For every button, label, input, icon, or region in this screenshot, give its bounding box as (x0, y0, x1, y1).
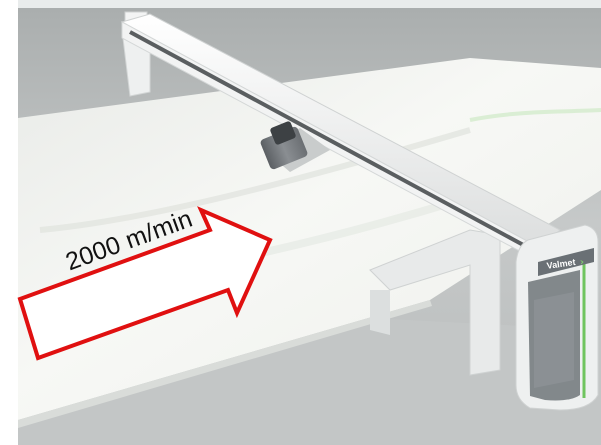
measurement-head-top (270, 121, 296, 145)
top-band (18, 0, 601, 8)
left-margin (0, 0, 18, 445)
paper-edge (18, 300, 432, 428)
brand-band (538, 248, 594, 276)
scanner-slot (129, 30, 541, 256)
speed-arrow (17, 206, 273, 361)
cabinet-internals (534, 292, 574, 388)
frame-leg-near (369, 229, 501, 376)
measurement-head (260, 126, 308, 170)
frame-foot (370, 290, 390, 335)
paper-streak (469, 108, 601, 122)
